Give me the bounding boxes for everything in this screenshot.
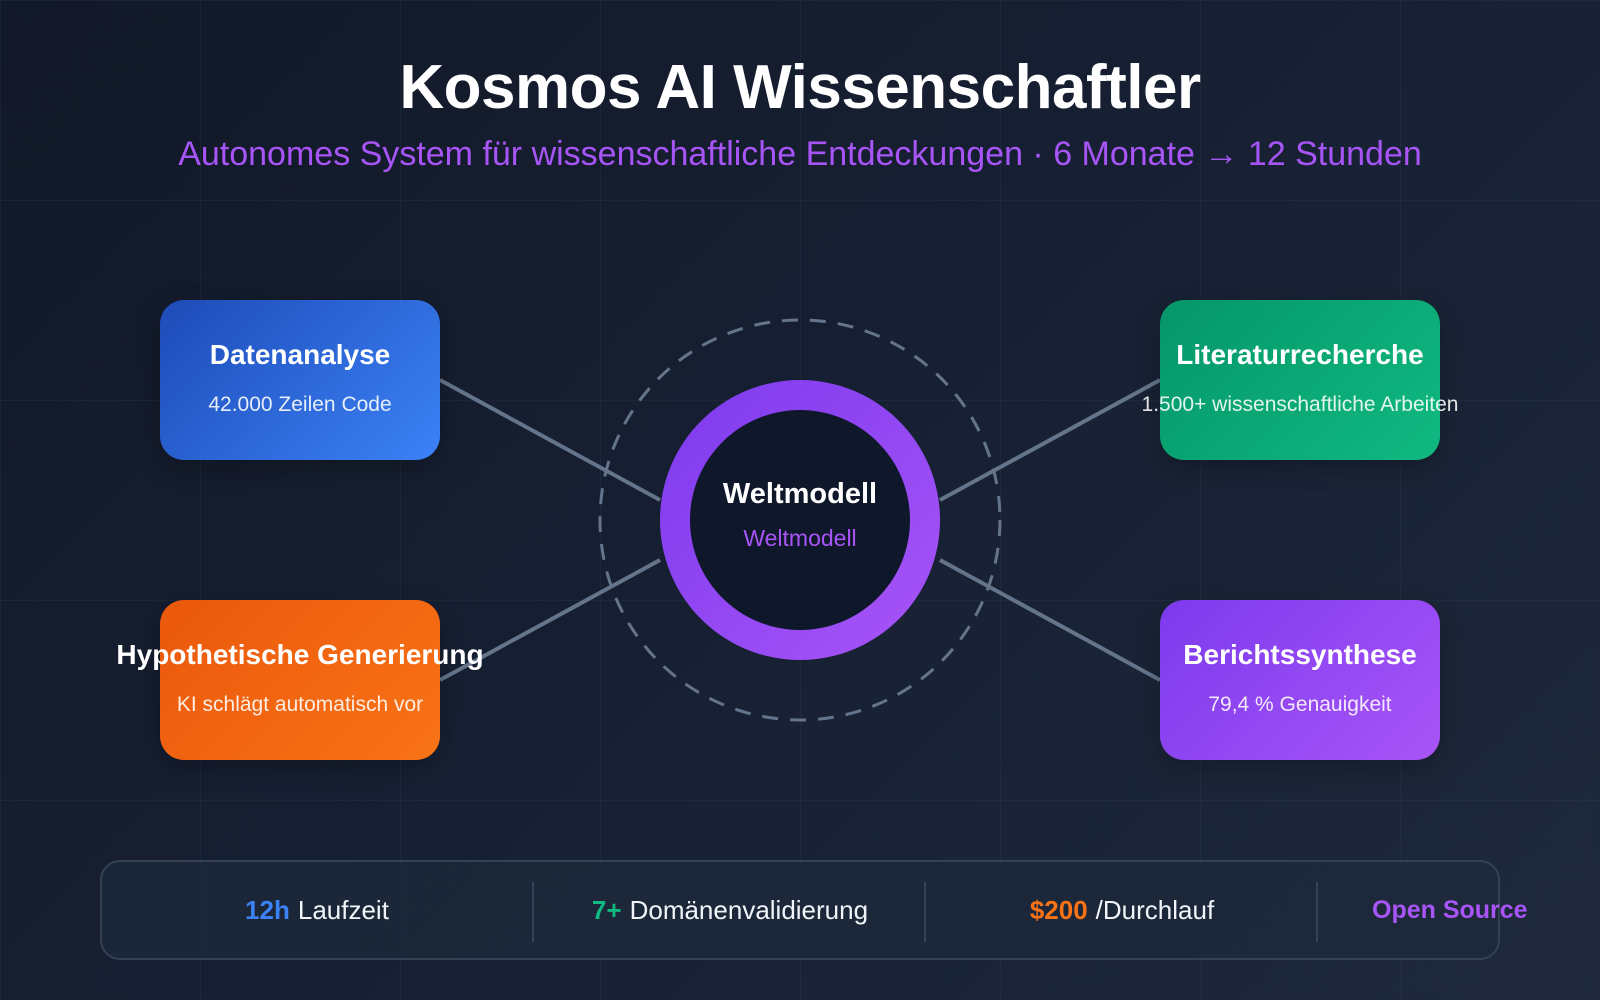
stat-value: Open Source xyxy=(1372,895,1528,924)
stat-value: $200 xyxy=(1029,894,1088,925)
module-title: Datenanalyse xyxy=(209,339,391,370)
connector-datenanalyse xyxy=(439,378,661,502)
module-title: Literaturrecherche xyxy=(1176,339,1424,370)
hub-subtitle: Weltmodell xyxy=(743,525,857,551)
stat-open-source: Open Source xyxy=(1372,862,1600,958)
stat-domaenenvalidierung: 7+ Domänenvalidierung xyxy=(534,862,926,958)
stat-value: 7+ xyxy=(591,894,622,925)
module-title: Berichtssynthese xyxy=(1183,639,1417,670)
module-card-datenanalyse: Datenanalyse 42.000 Zeilen Code xyxy=(160,300,440,460)
stat-label: Laufzeit xyxy=(297,894,389,925)
module-subtitle: 42.000 Zeilen Code xyxy=(208,393,392,416)
stat-label: /Durchlauf xyxy=(1095,894,1215,925)
orbit-dashed-circle xyxy=(598,318,1002,722)
hub-core: Weltmodell Weltmodell xyxy=(690,410,910,630)
stats-bar: 12h Laufzeit 7+ Domänenvalidierung $200 … xyxy=(100,860,1528,960)
page-title: Kosmos AI Wissenschaftler xyxy=(399,53,1201,122)
stat-divider xyxy=(1316,882,1318,942)
weltmodell-hub: Weltmodell Weltmodell xyxy=(660,380,940,660)
stat-value: 12h xyxy=(245,894,290,925)
stat-divider xyxy=(532,882,534,942)
stat-kosten: $200 /Durchlauf xyxy=(926,862,1318,958)
module-card-berichtssynthese: Berichtssynthese 79,4 % Genauigkeit xyxy=(1160,600,1440,760)
page-subtitle: Autonomes System für wissenschaftliche E… xyxy=(178,135,1422,173)
module-subtitle: 1.500+ wissenschaftliche Arbeiten xyxy=(1141,393,1459,416)
stat-divider xyxy=(924,882,926,942)
stat-laufzeit: 12h Laufzeit xyxy=(102,862,532,958)
module-title: Hypothetische Generierung xyxy=(116,639,484,670)
module-card-hypothesen-generierung: Hypothetische Generierung KI schlägt aut… xyxy=(116,600,484,760)
module-subtitle: KI schlägt automatisch vor xyxy=(176,693,424,716)
connector-hypothesen xyxy=(439,558,661,682)
module-card-literaturrecherche: Literaturrecherche 1.500+ wissenschaftli… xyxy=(1142,300,1458,460)
stat-label: Domänenvalidierung xyxy=(629,894,869,925)
module-subtitle: 79,4 % Genauigkeit xyxy=(1208,693,1392,716)
hub-title: Weltmodell xyxy=(722,478,878,510)
connector-literaturrecherche xyxy=(939,378,1161,502)
connector-berichtssynthese xyxy=(939,558,1161,682)
